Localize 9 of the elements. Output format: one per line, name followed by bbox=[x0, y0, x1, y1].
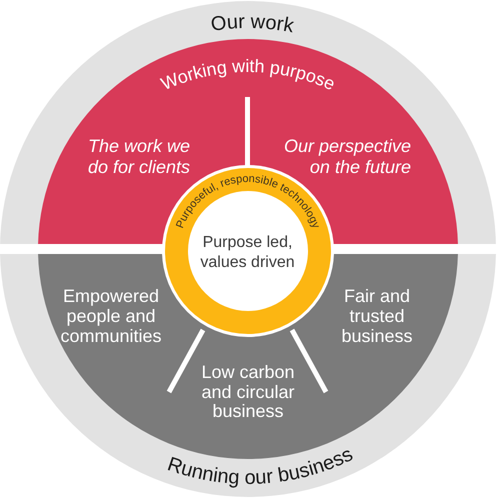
section-label: Fair and trusted business bbox=[340, 286, 414, 346]
ring-label: Our work bbox=[210, 10, 296, 38]
section-label: Our perspective on the future bbox=[282, 136, 411, 178]
section-label: Low carbon and circular business bbox=[200, 363, 296, 422]
center-label: Purpose led, values driven bbox=[199, 233, 296, 273]
section-label: The work we do for clients bbox=[86, 136, 192, 178]
section-heading: Working with purpose bbox=[158, 56, 338, 94]
ring-label: Running our business bbox=[164, 443, 356, 489]
section-label: Empowered people and communities bbox=[59, 286, 163, 346]
